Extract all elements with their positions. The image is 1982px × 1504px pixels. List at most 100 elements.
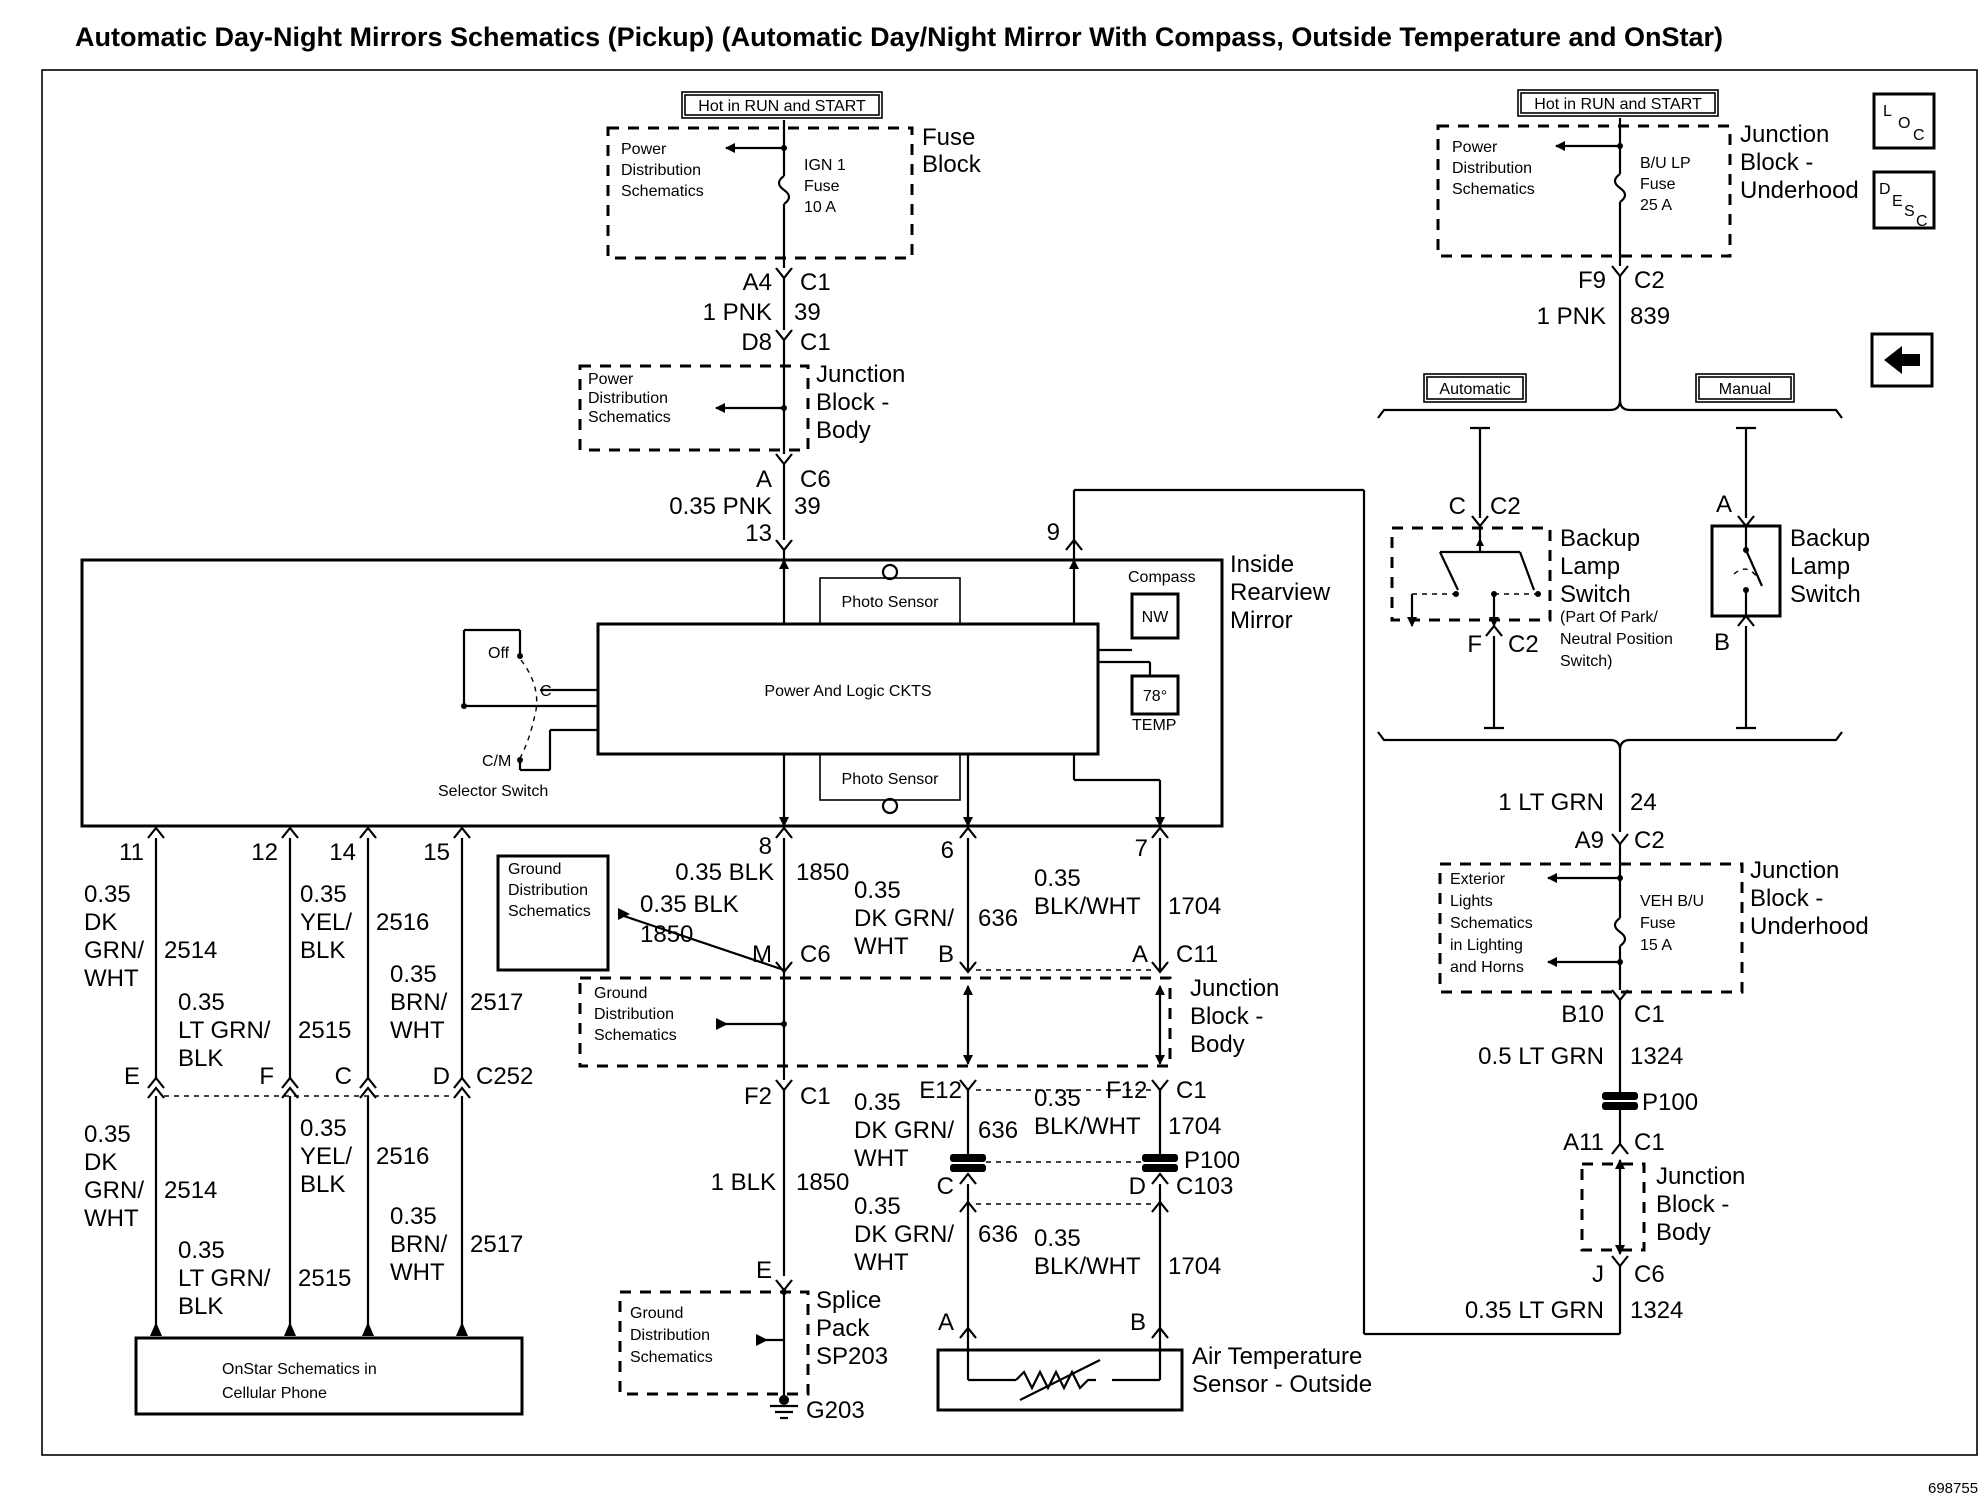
svg-text:WHT: WHT (854, 1249, 909, 1276)
compass-display (1130, 592, 1180, 640)
svg-text:A4: A4 (743, 269, 772, 296)
svg-text:0.35: 0.35 (1034, 1225, 1081, 1252)
svg-text:2517: 2517 (470, 1231, 523, 1258)
loc-icon[interactable]: L O C (1872, 92, 1936, 150)
svg-text:A: A (1716, 491, 1732, 518)
manual-option-label: Manual (1695, 373, 1795, 403)
svg-text:8: 8 (759, 833, 772, 860)
svg-text:1850: 1850 (640, 921, 693, 948)
svg-text:BLK: BLK (300, 1171, 345, 1198)
svg-text:39: 39 (794, 299, 821, 326)
svg-text:C: C (937, 1173, 954, 1200)
hot-label-left: Hot in RUN and START (681, 91, 883, 119)
svg-text:13: 13 (745, 520, 772, 547)
svg-text:G203: G203 (806, 1397, 865, 1424)
splice-pack-sp203 (618, 1290, 810, 1396)
svg-text:GRN/: GRN/ (84, 1177, 144, 1204)
svg-text:BLK: BLK (300, 937, 345, 964)
svg-text:C1: C1 (800, 269, 831, 296)
svg-text:C1: C1 (800, 329, 831, 356)
svg-text:F2: F2 (744, 1083, 772, 1110)
svg-text:Body: Body (1190, 1031, 1245, 1058)
svg-text:14: 14 (329, 839, 356, 866)
svg-text:C1: C1 (1634, 1001, 1665, 1028)
power-logic-label: Power And Logic CKTS (764, 683, 931, 700)
svg-text:A: A (938, 1309, 954, 1336)
svg-text:J: J (1592, 1261, 1604, 1288)
svg-text:WHT: WHT (854, 933, 909, 960)
svg-text:BRN/: BRN/ (390, 989, 448, 1016)
svg-text:12: 12 (251, 839, 278, 866)
svg-text:24: 24 (1630, 789, 1657, 816)
svg-text:Schematics: Schematics (1450, 915, 1533, 932)
svg-text:78°: 78° (1143, 688, 1167, 705)
svg-text:C: C (335, 1063, 352, 1090)
svg-text:and Horns: and Horns (1450, 959, 1524, 976)
svg-text:Block -: Block - (1190, 1003, 1263, 1030)
svg-text:TEMP: TEMP (1132, 717, 1176, 734)
p100-connector-center (950, 1154, 1178, 1172)
onstar-schematics-box[interactable] (134, 1336, 524, 1416)
svg-text:1324: 1324 (1630, 1043, 1683, 1070)
selector-switch-label: Selector Switch (438, 783, 548, 800)
svg-text:Ground: Ground (630, 1305, 683, 1322)
svg-text:1850: 1850 (796, 1169, 849, 1196)
svg-text:Backup: Backup (1790, 525, 1870, 552)
pds-label-fuse-block: Power Distribution Schematics (621, 141, 704, 200)
svg-text:S: S (1904, 203, 1915, 220)
svg-text:BLK/WHT: BLK/WHT (1034, 893, 1141, 920)
page-frame (41, 69, 1978, 1456)
svg-text:1 BLK: 1 BLK (711, 1169, 776, 1196)
svg-text:Hot in RUN and START: Hot in RUN and START (1534, 96, 1702, 113)
svg-text:F: F (1467, 631, 1482, 658)
inside-rearview-mirror-box (80, 558, 1224, 828)
svg-text:0.35 PNK: 0.35 PNK (669, 493, 772, 520)
svg-text:39: 39 (794, 493, 821, 520)
svg-text:VEH B/U: VEH B/U (1640, 893, 1704, 910)
svg-text:B10: B10 (1561, 1001, 1604, 1028)
svg-text:WHT: WHT (390, 1017, 445, 1044)
svg-text:Compass: Compass (1128, 569, 1196, 586)
svg-text:A: A (1132, 941, 1148, 968)
svg-text:Fuse: Fuse (804, 178, 840, 195)
pds-label-jbb: Power Distribution Schematics (588, 371, 671, 426)
svg-text:OnStar Schematics in: OnStar Schematics in (222, 1361, 377, 1378)
svg-text:BRN/: BRN/ (390, 1231, 448, 1258)
svg-text:2515: 2515 (298, 1265, 351, 1292)
svg-text:Junction: Junction (1750, 857, 1839, 884)
svg-text:0.35: 0.35 (854, 1193, 901, 1220)
svg-text:0.35: 0.35 (1034, 865, 1081, 892)
svg-text:2514: 2514 (164, 1177, 217, 1204)
svg-text:0.35 BLK: 0.35 BLK (640, 891, 739, 918)
svg-text:DK: DK (84, 909, 117, 936)
svg-text:D: D (1879, 181, 1891, 198)
option-bracket-bottom (1377, 731, 1843, 751)
svg-text:C11: C11 (1176, 941, 1218, 968)
ground-distribution-box-top[interactable] (496, 854, 610, 972)
svg-text:636: 636 (978, 905, 1018, 932)
junction-block-body-top (578, 364, 810, 452)
mirror-label: Inside Rearview Mirror (1230, 551, 1331, 634)
svg-text:Distribution: Distribution (1452, 160, 1532, 177)
svg-text:C: C (540, 683, 552, 700)
svg-text:C2: C2 (1490, 493, 1521, 520)
svg-text:Automatic: Automatic (1439, 381, 1510, 398)
svg-text:C2: C2 (1508, 631, 1539, 658)
hot-label-right: Hot in RUN and START (1517, 89, 1719, 117)
svg-text:LT GRN/: LT GRN/ (178, 1265, 271, 1292)
fuse-symbol (777, 175, 791, 205)
svg-text:(Part Of Park/: (Part Of Park/ (1560, 609, 1658, 626)
desc-icon[interactable]: D E S C (1872, 170, 1936, 230)
left-arrow-icon[interactable] (1870, 332, 1934, 388)
svg-text:Block -: Block - (1750, 885, 1823, 912)
svg-text:Off: Off (488, 645, 510, 662)
fuse-block-label-2: Block (922, 151, 982, 178)
svg-text:B: B (938, 941, 954, 968)
svg-text:Distribution: Distribution (594, 1006, 674, 1023)
svg-text:Photo Sensor: Photo Sensor (842, 771, 940, 788)
svg-text:Block -: Block - (1656, 1191, 1729, 1218)
svg-text:1850: 1850 (796, 859, 849, 886)
reference-number: 698755 (1928, 1480, 1979, 1497)
svg-text:Schematics: Schematics (1452, 181, 1535, 198)
svg-text:WHT: WHT (854, 1145, 909, 1172)
